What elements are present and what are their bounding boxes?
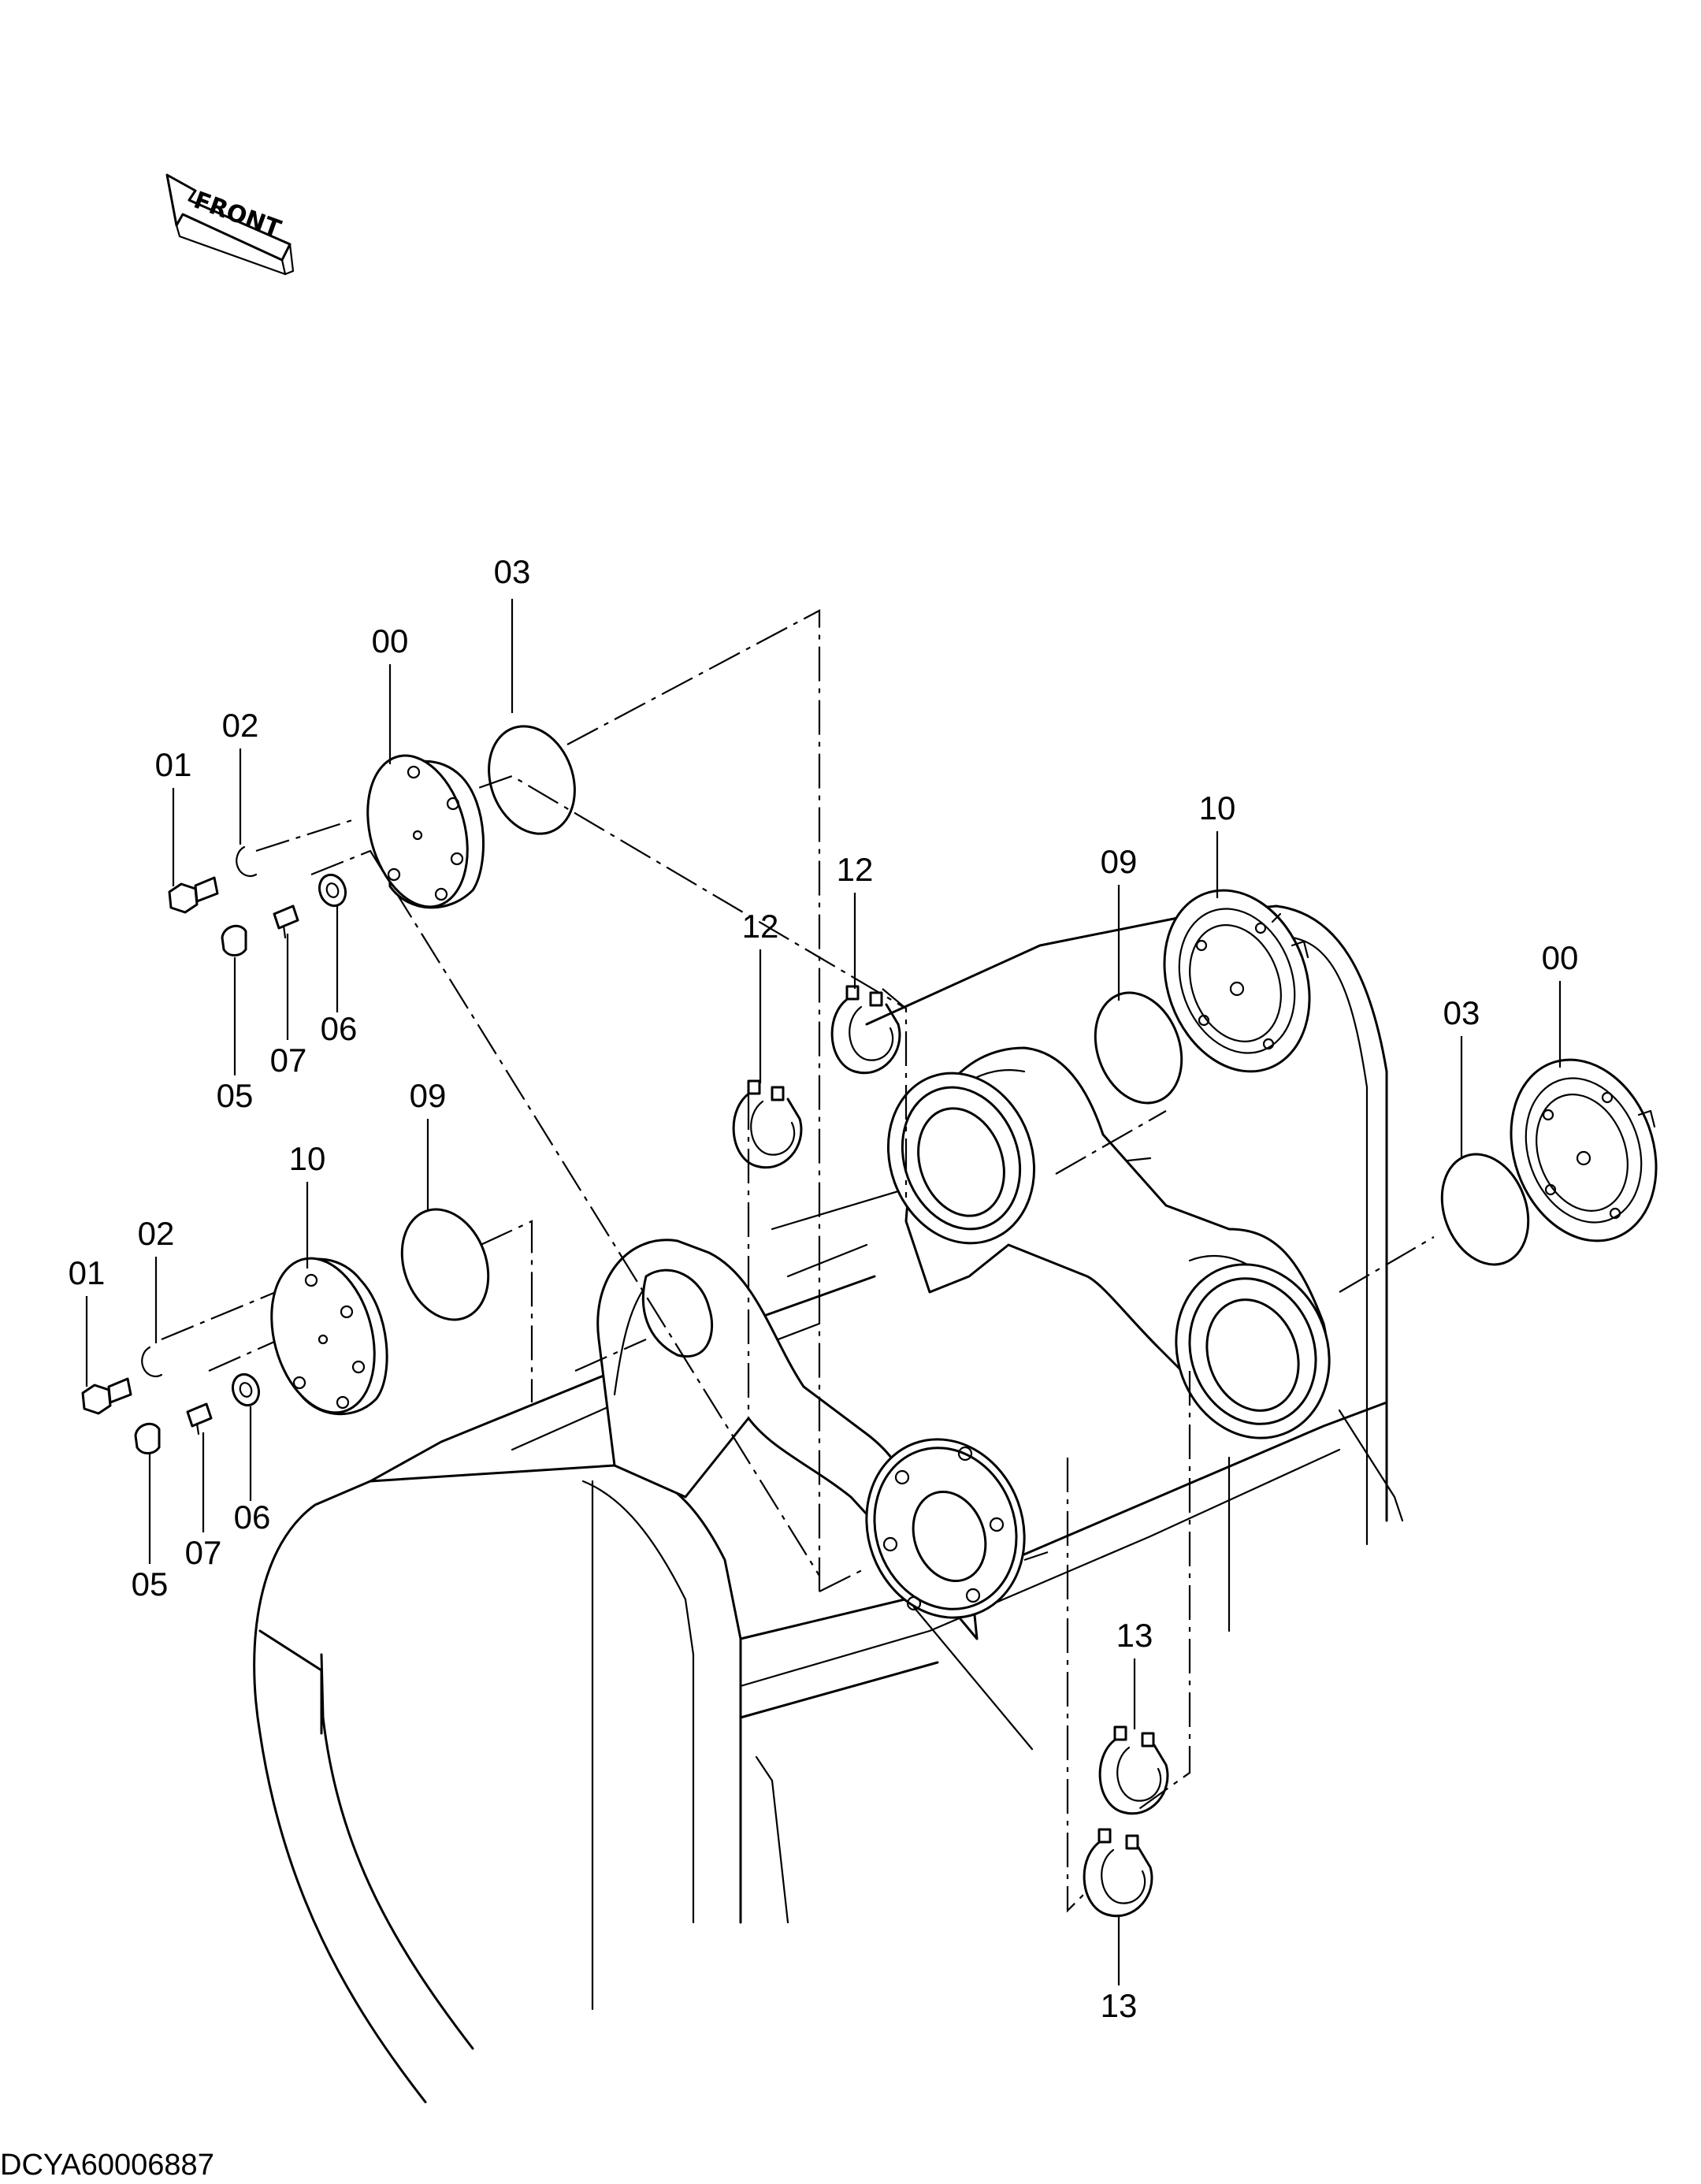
callout-07-left: 07 bbox=[185, 1534, 222, 1571]
document-id: DCYA60006887 bbox=[0, 2149, 214, 2182]
cover-plate-10-right bbox=[1163, 889, 1311, 1073]
grease-fitting-07-left bbox=[186, 1402, 213, 1436]
lock-washer-02-top bbox=[236, 845, 258, 877]
callout-05-left: 05 bbox=[132, 1566, 169, 1603]
o-ring-03-top bbox=[488, 725, 576, 835]
bolt-01-top bbox=[168, 876, 219, 914]
spacer-06-top bbox=[318, 873, 347, 908]
callout-10-left: 10 bbox=[289, 1140, 326, 1177]
assembly-centerlines bbox=[161, 609, 1435, 1913]
callout-00-right: 00 bbox=[1542, 939, 1579, 976]
cover-plate-00-top bbox=[366, 754, 485, 909]
callout-01-left: 01 bbox=[69, 1254, 106, 1291]
snap-ring-13-top bbox=[1098, 1725, 1169, 1815]
plug-05-left bbox=[134, 1422, 161, 1454]
plug-05-top bbox=[221, 924, 247, 956]
callout-01-top: 01 bbox=[155, 746, 192, 783]
o-ring-09-left bbox=[400, 1208, 490, 1321]
spacer-06-left bbox=[231, 1372, 261, 1407]
o-ring-03-right bbox=[1440, 1153, 1530, 1266]
callout-12-right: 12 bbox=[837, 851, 874, 888]
boss-hole-lower bbox=[865, 1438, 1026, 1619]
left-boss-plate bbox=[596, 1239, 979, 1640]
snap-ring-13-bottom bbox=[1083, 1828, 1153, 1918]
callout-02-left: 02 bbox=[138, 1215, 175, 1252]
callout-12-left: 12 bbox=[742, 908, 779, 945]
callout-02-top: 02 bbox=[222, 707, 259, 744]
callout-06-top: 06 bbox=[321, 1010, 358, 1047]
callout-13-bottom: 13 bbox=[1101, 1987, 1138, 2024]
callout-10-right: 10 bbox=[1199, 789, 1236, 826]
callout-00-top: 00 bbox=[372, 622, 409, 659]
bolt-01-left bbox=[81, 1377, 132, 1415]
cover-plate-00-right bbox=[1510, 1058, 1658, 1242]
lock-washer-02-left bbox=[141, 1346, 163, 1377]
callout-09-right: 09 bbox=[1101, 843, 1138, 880]
cover-plate-10-left bbox=[270, 1257, 388, 1416]
grease-fitting-07-top bbox=[273, 904, 299, 939]
boss-hole-right bbox=[1175, 1263, 1331, 1439]
callout-03-right: 03 bbox=[1443, 994, 1480, 1031]
bucket-body bbox=[253, 904, 1404, 2104]
front-arrow-icon: FRONT bbox=[165, 173, 295, 276]
boss-hole-upper bbox=[886, 1072, 1036, 1245]
snap-ring-12-right bbox=[830, 985, 901, 1075]
snap-ring-12-left bbox=[732, 1079, 803, 1169]
callout-09-left: 09 bbox=[410, 1077, 447, 1114]
callout-06-left: 06 bbox=[234, 1499, 271, 1536]
callout-05-top: 05 bbox=[217, 1077, 254, 1114]
callout-13-top: 13 bbox=[1116, 1617, 1153, 1654]
callout-07-top: 07 bbox=[270, 1042, 307, 1079]
callout-labels: 03 00 02 01 06 07 05 12 12 09 10 00 03 0… bbox=[69, 553, 1579, 2024]
leader-lines bbox=[85, 599, 1562, 1985]
callout-03-top: 03 bbox=[494, 553, 531, 590]
